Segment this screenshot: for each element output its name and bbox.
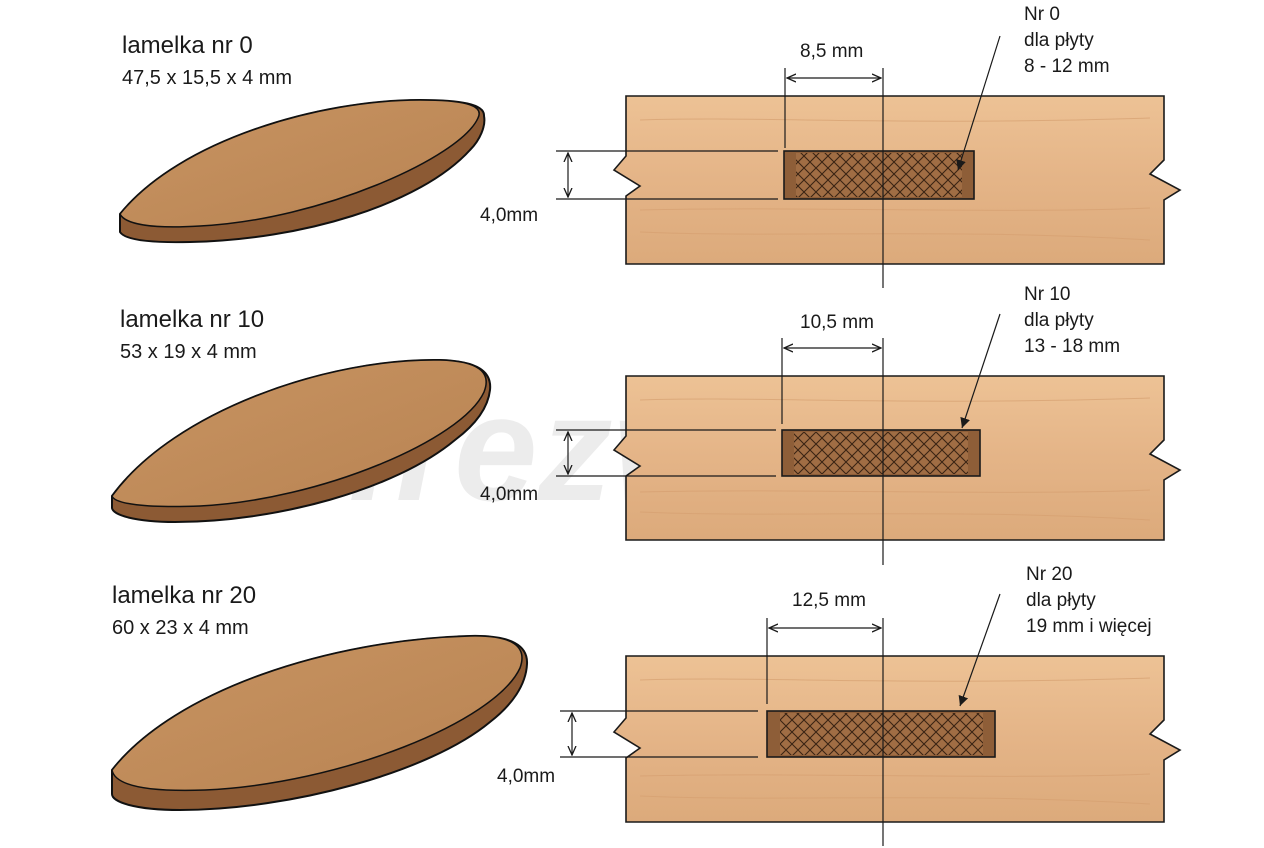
slot-0-thickness-label: 4,0mm	[480, 205, 539, 226]
note-2: Nr 20 dla płyty 19 mm i więcej	[1026, 562, 1152, 640]
biscuit-2-dimensions: 60 x 23 x 4 mm	[112, 617, 249, 639]
note-0: Nr 0 dla płyty 8 - 12 mm	[1024, 2, 1110, 80]
dimension-lines-0	[556, 35, 1001, 288]
note-1-line-3: 13 - 18 mm	[1024, 336, 1121, 357]
row-2	[111, 593, 1182, 846]
row-1	[111, 313, 1182, 565]
biscuit-0-dimensions: 47,5 x 15,5 x 4 mm	[122, 67, 293, 89]
note-2-line-2: dla płyty	[1026, 590, 1096, 611]
slot-2	[766, 710, 996, 758]
note-0-line-3: 8 - 12 mm	[1024, 56, 1110, 77]
slot-1-depth-label: 10,5 mm	[800, 312, 874, 333]
slot-0-depth-label: 8,5 mm	[800, 41, 864, 62]
biscuit-2-title: lamelka nr 20	[112, 582, 257, 609]
note-0-line-2: dla płyty	[1024, 30, 1094, 51]
note-2-line-1: Nr 20	[1026, 564, 1073, 585]
biscuit-2-illustration	[111, 634, 529, 812]
biscuit-0-title: lamelka nr 0	[122, 32, 253, 59]
dimension-lines-2	[560, 593, 1001, 846]
note-1: Nr 10 dla płyty 13 - 18 mm	[1024, 282, 1120, 360]
biscuit-1-title: lamelka nr 10	[120, 306, 265, 333]
note-1-line-1: Nr 10	[1024, 284, 1071, 305]
biscuit-1-dimensions: 53 x 19 x 4 mm	[120, 341, 257, 363]
slot-2-thickness-label: 4,0mm	[497, 766, 556, 787]
biscuit-0-illustration	[119, 98, 486, 244]
dimension-lines-1	[556, 313, 1001, 565]
slot-1	[781, 429, 981, 477]
note-2-line-3: 19 mm i więcej	[1026, 616, 1152, 637]
slot-2-depth-label: 12,5 mm	[792, 590, 866, 611]
note-1-line-2: dla płyty	[1024, 310, 1094, 331]
slot-1-thickness-label: 4,0mm	[480, 484, 539, 505]
slot-0	[783, 150, 975, 200]
row-0	[119, 35, 1182, 288]
biscuit-1-illustration	[111, 358, 492, 524]
note-0-line-1: Nr 0	[1024, 4, 1060, 25]
